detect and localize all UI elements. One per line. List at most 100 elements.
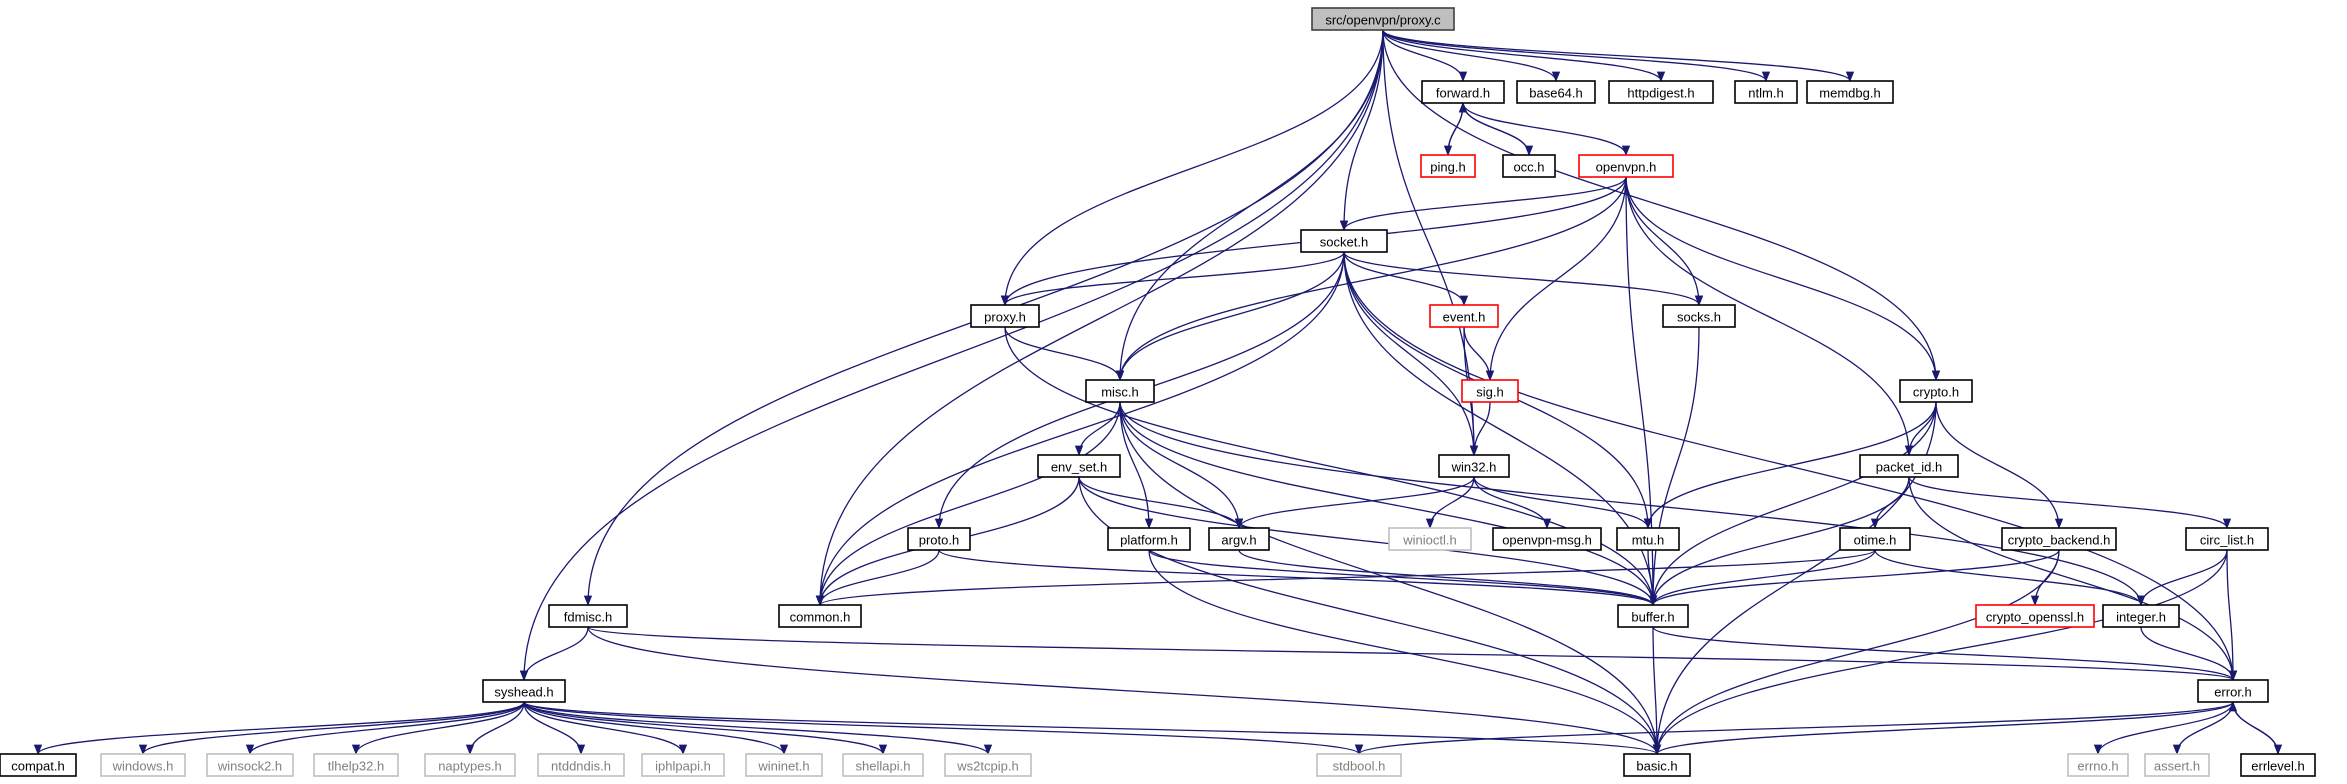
edge-proxy_c-to-forward_h [1382,29,1468,83]
edge-proxy_c-to-crypto_h [1382,29,1941,382]
edge-syshead_h-to-tlhelp32_h [351,701,525,756]
node-box [1420,154,1476,178]
node-errlevel-h[interactable]: errlevel.h [2240,753,2316,777]
node-label: winioctl.h [1402,533,1456,548]
node-box [1316,753,1402,777]
node-platform-h[interactable]: platform.h [1107,527,1191,551]
node-openvpn-h[interactable]: openvpn.h [1578,154,1674,178]
edge-error_h-to-basic_h [1653,701,2234,756]
edges-layer [34,29,2283,756]
node-label: common.h [790,610,851,625]
node-ws2tcpip-h[interactable]: ws2tcpip.h [944,753,1032,777]
node-box [1899,379,1973,403]
node-errno-h[interactable]: errno.h [2067,753,2129,777]
node-label: occ.h [1513,160,1544,175]
node-box [1734,80,1798,104]
node-common-h[interactable]: common.h [778,604,862,628]
node-compat-h[interactable]: compat.h [0,753,77,777]
node-socket-h[interactable]: socket.h [1300,229,1388,253]
edge-misc_h-to-buffer_h [1119,401,1658,607]
node-httpdigest-h[interactable]: httpdigest.h [1608,80,1714,104]
edge-misc_h-to-basic_h [1119,401,1662,756]
node-ntddndis-h[interactable]: ntddndis.h [537,753,625,777]
node-iphlpapi-h[interactable]: iphlpapi.h [641,753,725,777]
node-occ-h[interactable]: occ.h [1502,154,1556,178]
node-wininet-h[interactable]: wininet.h [745,753,823,777]
node-buffer-h[interactable]: buffer.h [1617,604,1689,628]
node-otime-h[interactable]: otime.h [1839,527,1911,551]
node-label: compat.h [11,759,64,774]
node-misc-h[interactable]: misc.h [1085,379,1155,403]
edge-socks_h-to-buffer_h [1648,326,1700,607]
node-label: event.h [1443,310,1486,325]
edge-proxy_c-to-socket_h [1339,29,1384,232]
edge-proto_h-to-buffer_h [938,549,1657,607]
node-ping-h[interactable]: ping.h [1420,154,1476,178]
node-env-set-h[interactable]: env_set.h [1037,454,1121,478]
node-box [1300,229,1388,253]
node-box [1616,527,1680,551]
edge-proxy_c-to-memdbg_h [1382,29,1854,83]
node-mtu-h[interactable]: mtu.h [1616,527,1680,551]
node-packet-id-h[interactable]: packet_id.h [1859,454,1959,478]
node-base64-h[interactable]: base64.h [1516,80,1596,104]
node-basic-h[interactable]: basic.h [1623,753,1691,777]
node-windows-h[interactable]: windows.h [100,753,186,777]
edge-win32_h-to-argv_h [1234,476,1475,530]
edge-openvpn_h-to-crypto_h [1625,176,1941,382]
nodes-layer: src/openvpn/proxy.c forward.h base64.h http… [0,7,2316,777]
edge-sig_h-to-win32_h [1469,401,1491,457]
node-integer-h[interactable]: integer.h [2102,604,2180,628]
edge-win32_h-to-openvpn_msg_h [1473,476,1552,530]
node-box [313,753,399,777]
node-proto-h[interactable]: proto.h [907,527,971,551]
node-assert-h[interactable]: assert.h [2144,753,2210,777]
edge-otime_h-to-integer_h [1874,549,2146,607]
node-label: platform.h [1120,533,1178,548]
node-label: syshead.h [494,685,553,700]
node-memdbg-h[interactable]: memdbg.h [1806,80,1894,104]
node-circ-list-h[interactable]: circ_list.h [2185,527,2269,551]
node-event-h[interactable]: event.h [1429,304,1499,328]
edge-proxy_c-to-syshead_h [519,29,1384,682]
edge-misc_h-to-integer_h [1119,401,2146,607]
node-win32-h[interactable]: win32.h [1438,454,1510,478]
node-fdmisc-h[interactable]: fdmisc.h [548,604,628,628]
node-box [2067,753,2129,777]
node-tlhelp32-h[interactable]: tlhelp32.h [313,753,399,777]
node-argv-h[interactable]: argv.h [1208,527,1270,551]
node-crypto-openssl-h[interactable]: crypto_openssl.h [1975,604,2095,628]
node-label: argv.h [1221,533,1256,548]
node-label: iphlpapi.h [655,759,711,774]
edge-circ_list_h-to-basic_h [1652,549,2228,756]
node-box [970,304,1040,328]
node-forward-h[interactable]: forward.h [1421,80,1505,104]
node-proxy-h[interactable]: proxy.h [970,304,1040,328]
edge-platform_h-to-buffer_h [1148,549,1657,607]
edge-otime_h-to-common_h [816,549,1876,607]
node-naptypes-h[interactable]: naptypes.h [424,753,516,777]
edge-syshead_h-to-basic_h [523,701,1661,756]
node-winsock2-h[interactable]: winsock2.h [206,753,294,777]
edge-openvpn_h-to-socket_h [1339,176,1627,232]
node-proxy-c[interactable]: src/openvpn/proxy.c [1311,7,1455,31]
edge-error_h-to-stdbool_h [1355,701,2234,756]
node-label: memdbg.h [1819,86,1880,101]
node-openvpn-msg-h[interactable]: openvpn-msg.h [1492,527,1602,551]
node-crypto-backend-h[interactable]: crypto_backend.h [2001,527,2117,551]
node-box [1617,604,1689,628]
node-sig-h[interactable]: sig.h [1461,379,1519,403]
edge-fdmisc_h-to-syshead_h [519,626,589,682]
node-label: httpdigest.h [1627,86,1694,101]
node-winioctl-h[interactable]: winioctl.h [1388,527,1472,551]
node-stdbool-h[interactable]: stdbool.h [1316,753,1402,777]
node-socks-h[interactable]: socks.h [1662,304,1736,328]
node-error-h[interactable]: error.h [2197,679,2269,703]
node-syshead-h[interactable]: syshead.h [482,679,566,703]
node-shellapi-h[interactable]: shellapi.h [842,753,924,777]
node-ntlm-h[interactable]: ntlm.h [1734,80,1798,104]
node-crypto-h[interactable]: crypto.h [1899,379,1973,403]
edge-syshead_h-to-wininet_h [523,701,789,756]
node-label: assert.h [2154,759,2200,774]
